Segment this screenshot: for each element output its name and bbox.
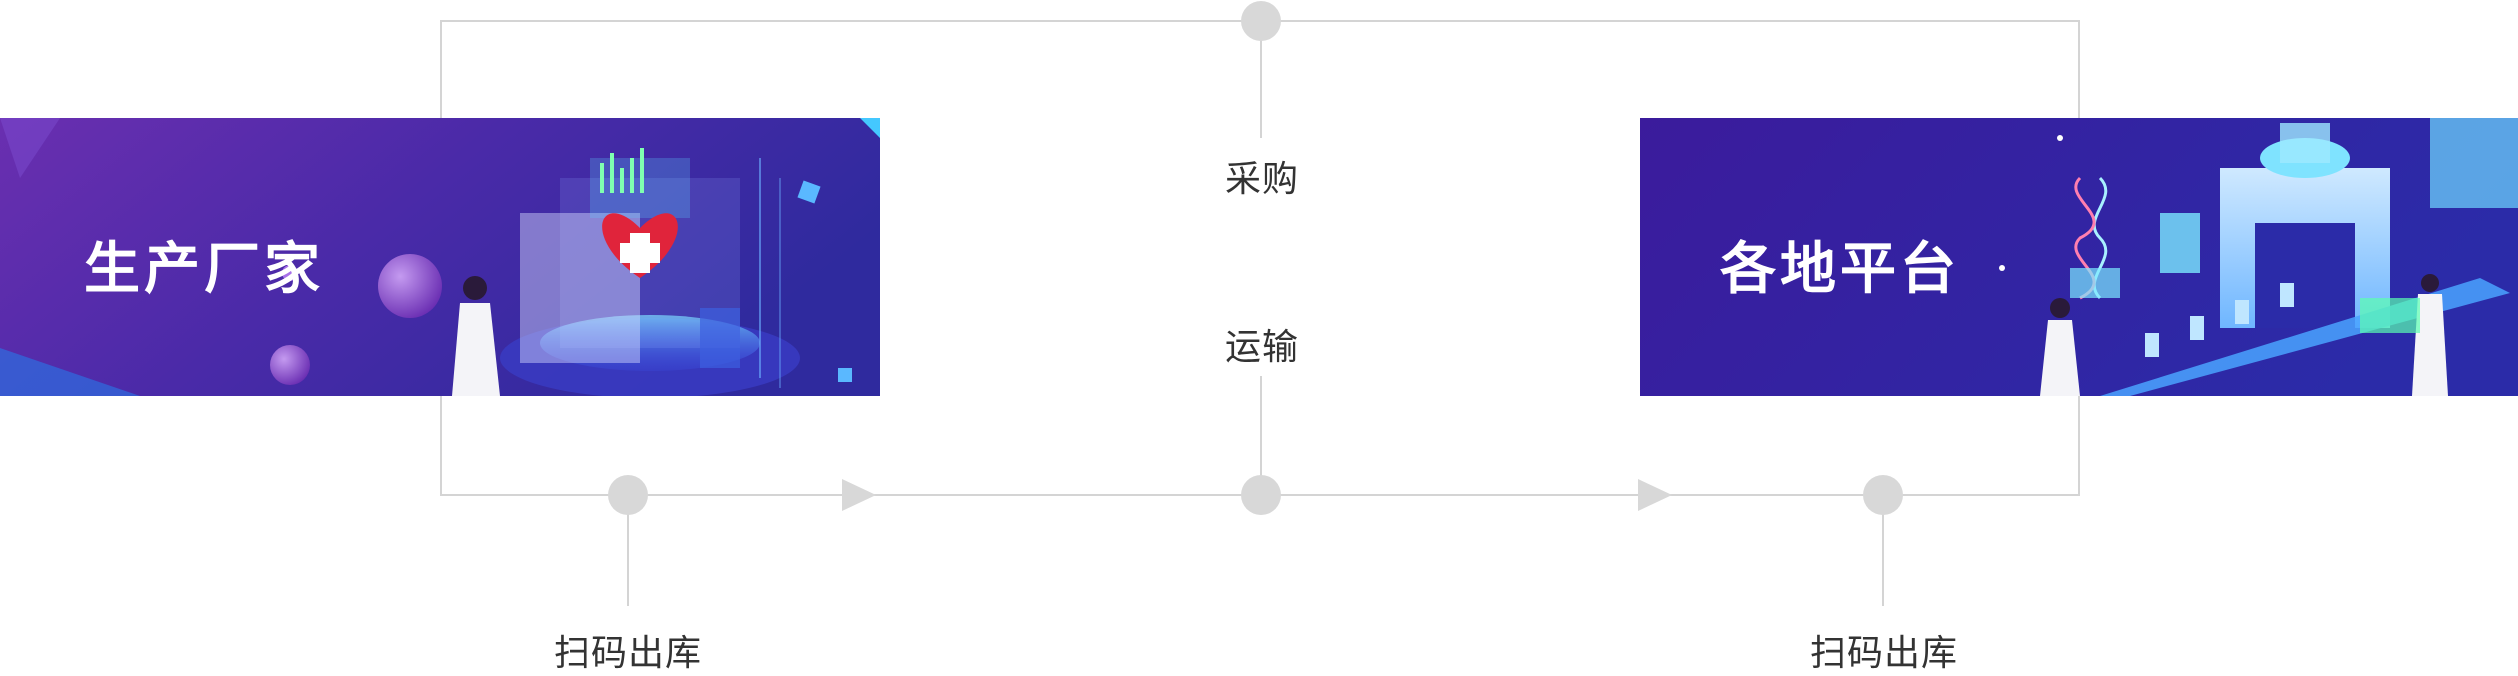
outbound-right-node: [1863, 475, 1903, 515]
platform-title: 各地平台: [1720, 237, 1960, 302]
medical-cross-heart-illustration: [0, 118, 880, 396]
transport-label: 运输: [1224, 327, 1300, 368]
arrow-right-1: [842, 479, 876, 511]
lab-conveyor-illustration: [1640, 118, 2518, 396]
transport-stub: [1260, 376, 1262, 494]
outbound-left-node: [608, 475, 648, 515]
outbound-left-stub: [627, 494, 629, 606]
procurement-stub: [1260, 20, 1262, 138]
transport-node: [1241, 475, 1281, 515]
platform-banner: 各地平台: [1640, 118, 2518, 396]
outbound-right-label: 扫码出库: [1809, 633, 1959, 674]
manufacturer-banner: 生产厂家: [0, 118, 880, 396]
manufacturer-title: 生产厂家: [84, 237, 324, 302]
outbound-left-label: 扫码出库: [553, 633, 703, 674]
procurement-node: [1241, 1, 1281, 41]
arrow-right-2: [1638, 479, 1672, 511]
procurement-label: 采购: [1224, 159, 1300, 200]
outbound-right-stub: [1882, 494, 1884, 606]
